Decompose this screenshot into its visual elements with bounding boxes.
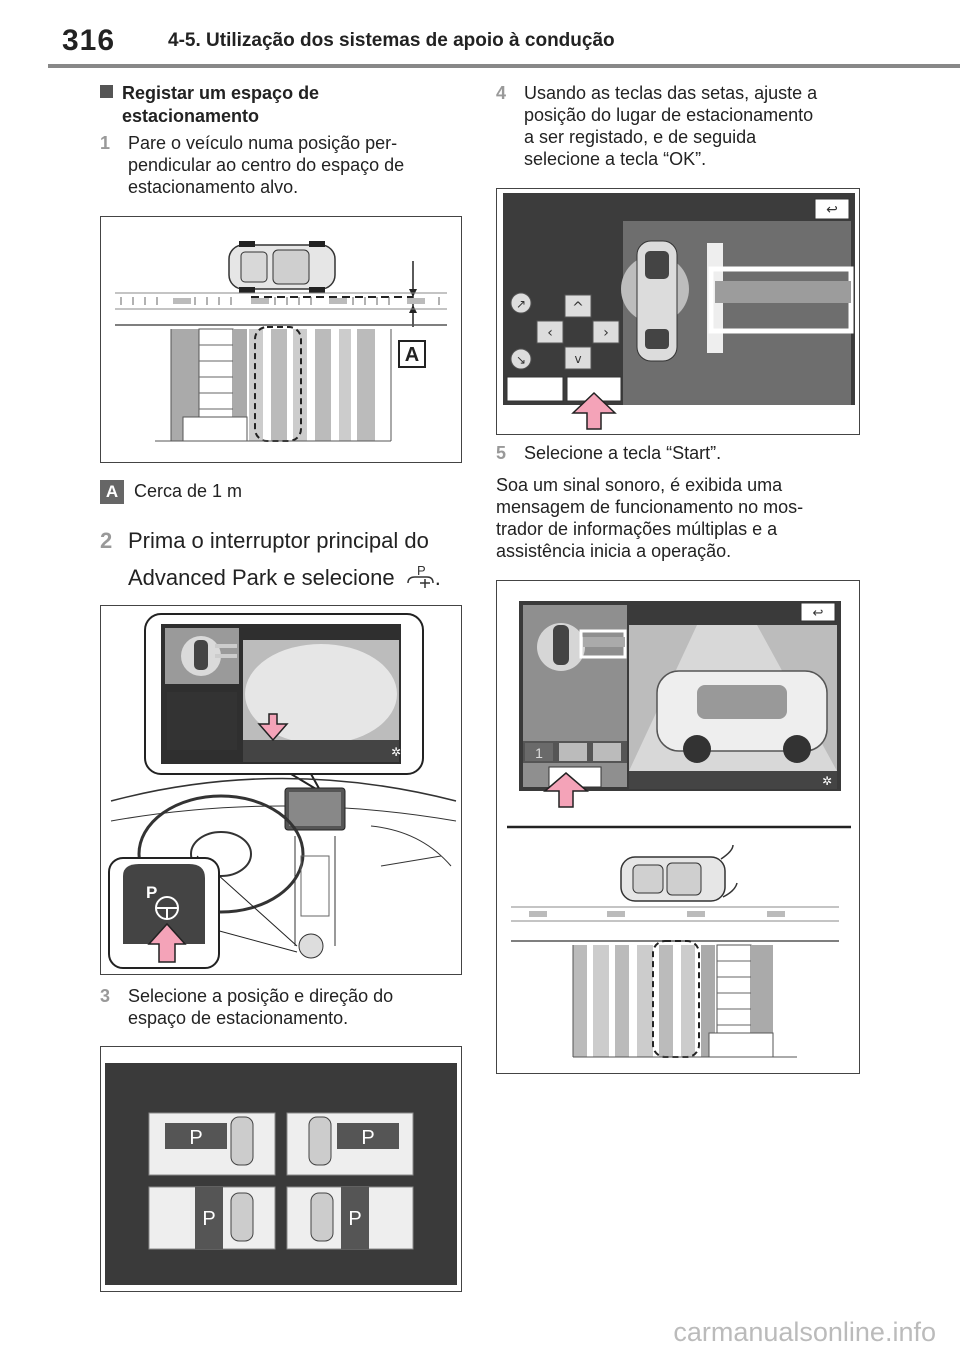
heading-line-2: estacionamento xyxy=(122,106,260,126)
step-3-line: espaço de estacionamento. xyxy=(128,1008,349,1028)
caption-a-text: Cerca de 1 m xyxy=(134,480,243,501)
slot-number: 1 xyxy=(535,745,543,761)
settings-icon: ✲ xyxy=(822,774,832,788)
step-4-line: selecione a tecla “OK”. xyxy=(524,149,707,169)
step-4-number: 4 xyxy=(496,83,507,103)
heading-line-1: Registar um espaço de xyxy=(122,83,320,103)
subsection-heading: Registar um espaço de estacionamento xyxy=(100,82,319,128)
step-1-line: pendicular ao centro do espaço de xyxy=(128,155,405,175)
step-5-number: 5 xyxy=(496,443,507,463)
back-icon: ↩ xyxy=(813,606,824,621)
step-1-line: Pare o veículo numa posição per- xyxy=(128,133,398,153)
figure-position-adjust: ↩ ^ ‹ › v ↗ ↘ xyxy=(496,188,860,435)
step-3-number: 3 xyxy=(100,986,111,1006)
step-2-period: . xyxy=(434,565,441,590)
step-1-line: estacionamento alvo. xyxy=(128,177,299,197)
watermark: carmanualsonline.info xyxy=(673,1317,936,1347)
arrow-left-icon: ‹ xyxy=(547,325,553,341)
step-4-line: a ser registado, e de seguida xyxy=(524,127,757,147)
square-bullet-icon xyxy=(100,85,113,98)
step-4: 4 Usando as teclas das setas, ajuste a p… xyxy=(496,82,866,170)
step-3: 3 Selecione a posição e direção do espaç… xyxy=(100,985,460,1029)
step-1-number: 1 xyxy=(100,133,111,153)
figure-dashboard-switch: ✲ P xyxy=(100,605,462,975)
arrow-down-icon: v xyxy=(574,352,581,366)
paragraph-line: trador de informações múltiplas e a xyxy=(496,519,778,539)
arrow-right-icon: › xyxy=(603,325,609,341)
caption-a: A Cerca de 1 m xyxy=(100,480,242,504)
mode-p-label: P xyxy=(348,1208,361,1230)
step-2: 2 Prima o interruptor principal do Advan… xyxy=(100,522,480,596)
back-icon: ↩ xyxy=(826,202,838,218)
caption-badge-a: A xyxy=(100,480,124,504)
figure-parking-topview: A xyxy=(100,216,462,463)
mode-p-label: P xyxy=(189,1127,202,1149)
step-2-line: Advanced Park e selecione xyxy=(128,565,395,590)
step-3-line: Selecione a posição e direção do xyxy=(128,986,394,1006)
svg-text:✲: ✲ xyxy=(391,745,401,759)
step-2-line: Prima o interruptor principal do xyxy=(128,528,429,553)
advanced-park-icon: P xyxy=(407,563,434,588)
mode-p-label: P xyxy=(202,1208,215,1230)
fig2-switch-letter: P xyxy=(146,883,157,902)
header-rule xyxy=(48,64,960,68)
page-number: 316 xyxy=(62,24,116,57)
arrow-up-icon: ^ xyxy=(572,300,584,316)
rotate-cw-icon: ↗ xyxy=(516,297,526,311)
step-4-line: posição do lugar de estacionamento xyxy=(524,105,814,125)
step-4-line: Usando as teclas das setas, ajuste a xyxy=(524,83,818,103)
step-2-number: 2 xyxy=(100,528,113,553)
svg-text:P: P xyxy=(417,563,426,578)
step-1: 1 Pare o veículo numa posição per- pendi… xyxy=(100,132,460,198)
figure-parking-mode-select: P P P P xyxy=(100,1046,462,1292)
paragraph-line: mensagem de funcionamento no mos- xyxy=(496,497,804,517)
figure-start-parking: ↩ 1 ✲ xyxy=(496,580,860,1074)
step-5: 5 Selecione a tecla “Start”. xyxy=(496,442,866,464)
operation-paragraph: Soa um sinal sonoro, é exibida uma mensa… xyxy=(496,474,866,562)
fig1-label-a: A xyxy=(405,344,419,366)
paragraph-line: assistência inicia a operação. xyxy=(496,541,732,561)
rotate-ccw-icon: ↘ xyxy=(516,353,526,367)
step-5-text: Selecione a tecla “Start”. xyxy=(524,443,722,463)
paragraph-line: Soa um sinal sonoro, é exibida uma xyxy=(496,475,783,495)
section-title: 4-5. Utilização dos sistemas de apoio à … xyxy=(168,30,615,51)
mode-p-label: P xyxy=(361,1127,374,1149)
